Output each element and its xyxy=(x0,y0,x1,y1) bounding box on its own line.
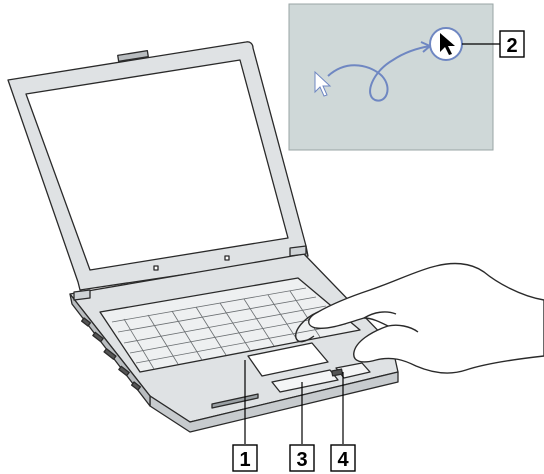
callout-2-label: 2 xyxy=(506,35,517,57)
index-finger xyxy=(295,311,319,343)
leader-lines xyxy=(244,360,344,444)
keyboard xyxy=(99,277,361,373)
touchpad-left-button xyxy=(271,369,339,393)
keyboard-keys xyxy=(111,287,347,370)
pointer-inset xyxy=(288,3,500,151)
callout-1-label: 1 xyxy=(239,449,250,471)
callout-1: 1 xyxy=(232,444,258,472)
pointer-arrow-solid-icon xyxy=(440,33,455,55)
callout-4: 4 xyxy=(330,444,356,472)
hand xyxy=(295,262,544,374)
screen xyxy=(25,59,289,271)
cursor-path-arrowhead xyxy=(420,41,431,53)
cursor-path xyxy=(327,45,431,102)
laptop xyxy=(7,41,399,433)
callout-2: 2 xyxy=(499,30,525,58)
touchpad xyxy=(247,342,329,377)
side-ports xyxy=(80,317,142,391)
callout-3-label: 3 xyxy=(296,449,307,471)
callout-4-label: 4 xyxy=(337,449,349,471)
fingerprint-sensor xyxy=(331,368,344,377)
pointer-arrow-outline-icon xyxy=(314,70,332,97)
callout-3: 3 xyxy=(289,444,315,472)
